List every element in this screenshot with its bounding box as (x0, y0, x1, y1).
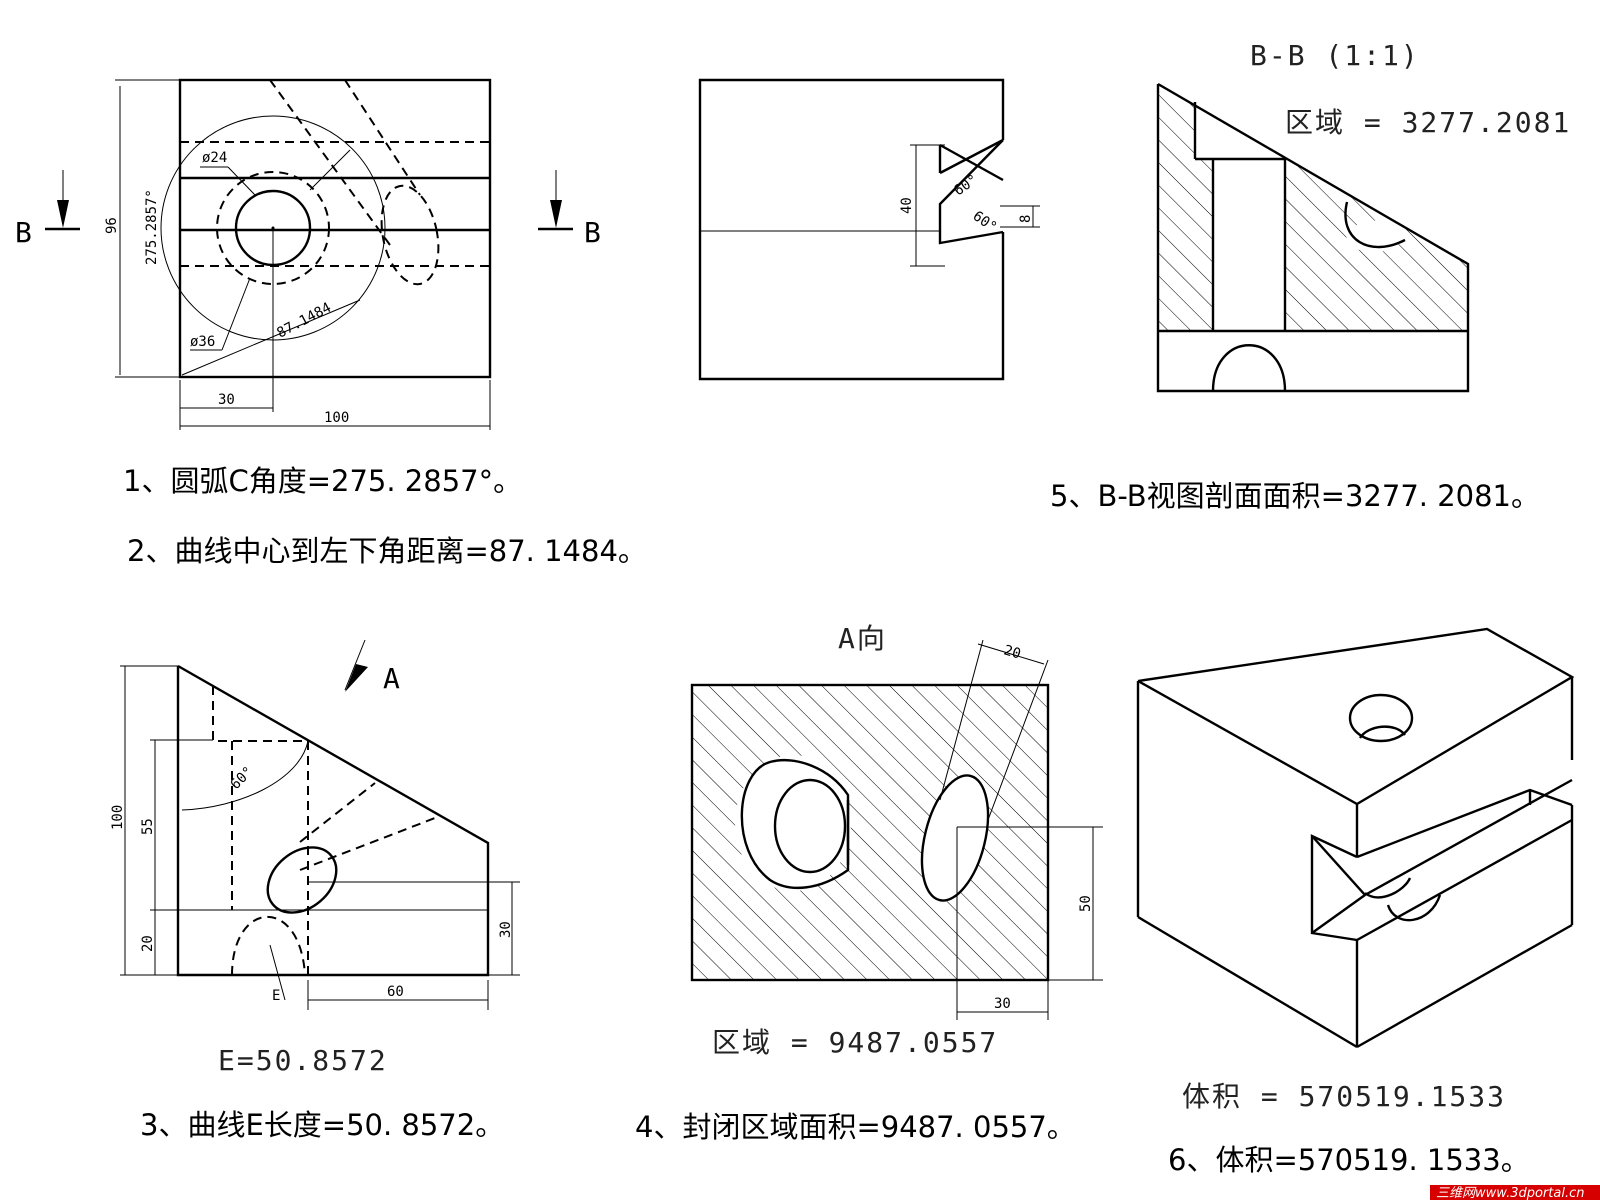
view3-result-label: E=50.8572 (218, 1044, 388, 1077)
view5-section-bb: B-B (1:1) 区域 = 3277.2081 (1156, 39, 1571, 393)
view1-dim-height: 96 (104, 217, 120, 234)
view1-top-view: B B 96 275.2857° ø24 ø36 87.1484 30 100 (15, 78, 601, 430)
view2-dim-groove: 40 (899, 197, 915, 214)
watermark-bar (1430, 1185, 1600, 1200)
view3-side-view: E 60° A 100 55 20 30 60 E=50.8572 (110, 639, 520, 1077)
view1-dim-width: 100 (324, 410, 349, 426)
view1-hole-outer (216, 171, 330, 285)
view6-top-hole (1348, 693, 1414, 743)
view2-outline (698, 78, 1005, 381)
view1-slanted-hole (380, 184, 440, 286)
view2-front-view: 40 8 60° 60° (698, 78, 1040, 381)
view4-dim-30: 30 (994, 996, 1011, 1012)
section-mark-left: B (15, 216, 32, 249)
view1-dim-inner-dia: ø24 (202, 150, 227, 166)
view4-dim-50: 50 (1078, 895, 1094, 912)
view4-area-label: 区域 = 9487.0557 (712, 1026, 998, 1059)
view2-dim-angle-bottom: 60° (970, 208, 1000, 236)
view4-hole-inner (773, 778, 847, 874)
view6-isometric: 体积 = 570519.1533 (1136, 627, 1575, 1113)
view1-dim-outer-dia: ø36 (190, 334, 215, 350)
view3-dim-60: 60 (387, 984, 404, 1000)
view3-hole (266, 846, 338, 914)
view3-outline (176, 664, 490, 977)
view2-dim-angle-top: 60° (951, 172, 981, 200)
view4-slanted-hole (920, 774, 990, 902)
view4-direction-a: A向 20 50 30 区域 = 9487.0557 (690, 622, 1103, 1059)
caption-2: 2、曲线中心到左下角距离=87. 1484。 (127, 534, 647, 568)
view3-direction-mark: A (383, 662, 400, 695)
view4-outline (690, 683, 1050, 982)
watermark-text: 三维网www.3dportal.cn (1436, 1186, 1584, 1200)
view6-volume-label: 体积 = 570519.1533 (1182, 1080, 1506, 1113)
caption-5: 5、B-B视图剖面面积=3277. 2081。 (1050, 479, 1540, 513)
view3-dim-30: 30 (498, 921, 514, 938)
view4-title: A向 (838, 622, 887, 655)
view4-dim-20: 20 (1002, 642, 1023, 662)
view6-top-face (1137, 627, 1575, 806)
view3-curve-label: E (272, 988, 280, 1004)
caption-4: 4、封闭区域面积=9487. 0557。 (635, 1110, 1076, 1144)
view5-title: B-B (1:1) (1250, 39, 1420, 72)
view5-outline (1156, 82, 1470, 393)
view4-hole-outer (740, 758, 850, 890)
view1-dim-offset: 30 (218, 392, 235, 408)
view3-dim-55: 55 (140, 818, 156, 835)
view1-dim-arc-angle: 275.2857° (144, 189, 160, 265)
caption-1: 1、圆弧C角度=275. 2857°。 (123, 464, 522, 498)
view2-dim-slot: 8 (1018, 215, 1034, 223)
caption-3: 3、曲线E长度=50. 8572。 (140, 1108, 504, 1142)
view5-area-label: 区域 = 3277.2081 (1285, 106, 1571, 139)
view3-dim-20: 20 (140, 935, 156, 952)
view1-outline (178, 78, 492, 379)
view3-dim-height: 100 (110, 805, 126, 830)
caption-6: 6、体积=570519. 1533。 (1168, 1143, 1530, 1177)
section-mark-right: B (584, 216, 601, 249)
